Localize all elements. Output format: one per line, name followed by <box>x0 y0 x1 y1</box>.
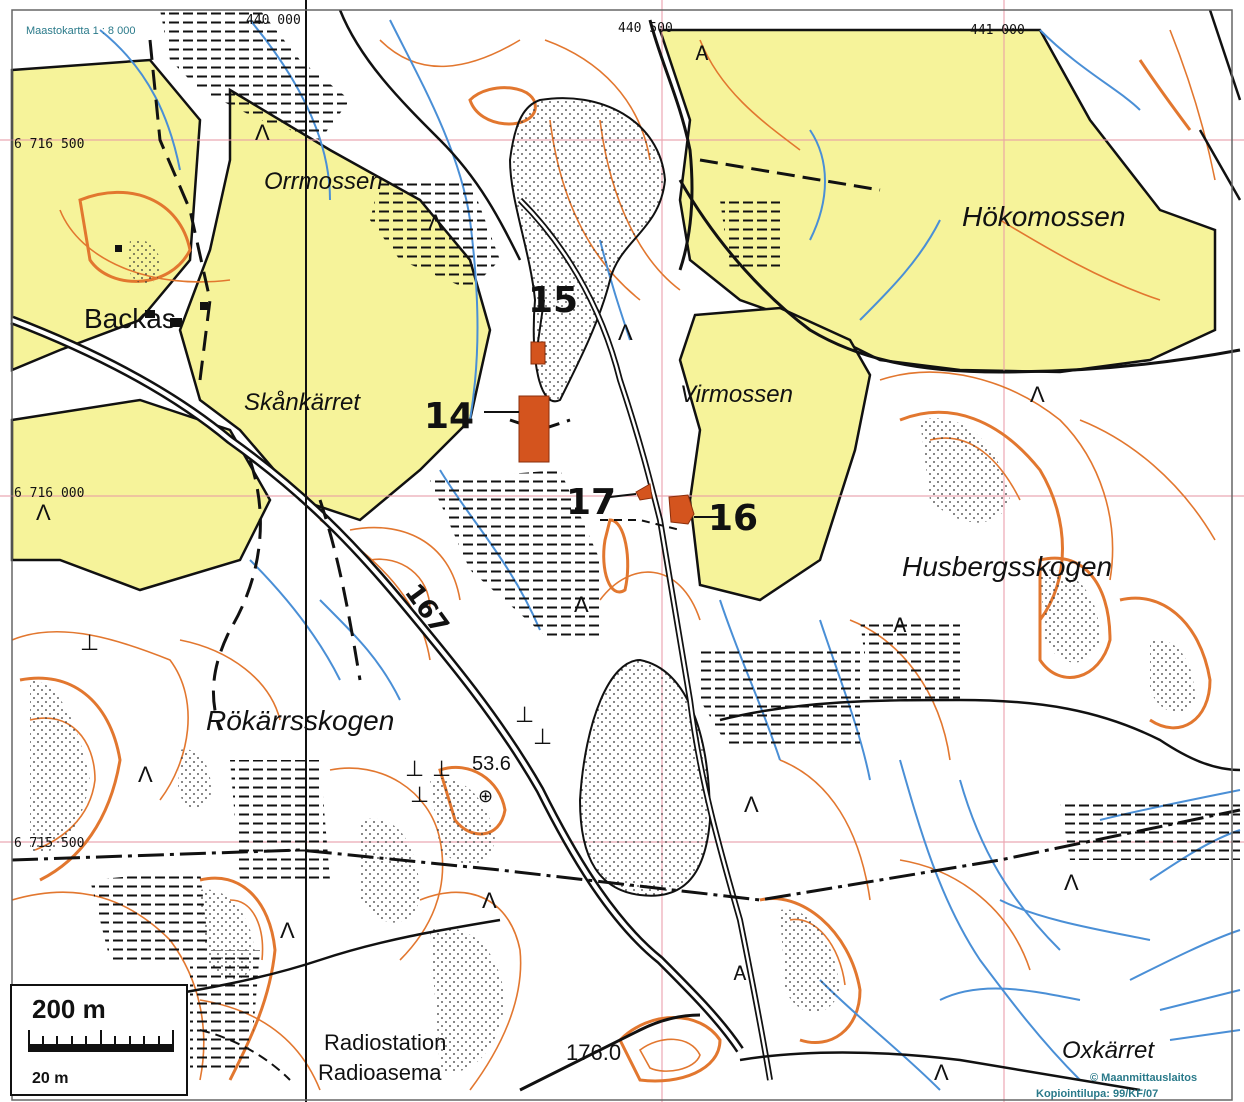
site-17-marker <box>635 483 653 501</box>
grid-coord-left-3: 6 715 500 <box>14 836 84 851</box>
svg-text:Λ: Λ <box>744 792 759 817</box>
svg-text:Ꭺ: Ꭺ <box>733 963 747 985</box>
svg-text:Λ: Λ <box>255 120 270 145</box>
svg-text:Ꭺ: Ꭺ <box>695 43 709 65</box>
svg-text:Λ: Λ <box>36 500 51 525</box>
svg-text:⊥: ⊥ <box>80 630 99 655</box>
svg-text:Λ: Λ <box>138 762 153 787</box>
svg-text:Λ: Λ <box>1064 870 1079 895</box>
svg-text:Λ: Λ <box>428 210 443 235</box>
svg-text:Λ: Λ <box>618 320 633 345</box>
site-15-marker <box>530 341 546 365</box>
svg-text:⊥: ⊥ <box>432 756 451 781</box>
grid-coord-top-3: 441 000 <box>970 23 1025 38</box>
place-husbergsskogen: Husbergsskogen <box>902 551 1112 582</box>
svg-text:⊥: ⊥ <box>515 702 534 727</box>
place-hokomossen: Hökomossen <box>962 201 1125 232</box>
roads <box>10 9 1242 1092</box>
scale-small-label: 20 m <box>32 1070 69 1087</box>
bog-backas-west <box>10 58 202 372</box>
svg-text:⊥: ⊥ <box>410 782 429 807</box>
scale-main-label: 200 m <box>32 994 106 1024</box>
grid-coord-top-2: 440 500 <box>618 21 673 36</box>
road-167-inner <box>11 318 742 1052</box>
elevation-176-0: 176.0 <box>566 1040 621 1065</box>
site-markers <box>518 341 695 525</box>
grid-coord-left-1: 6 716 500 <box>14 137 84 152</box>
svg-text:⊕: ⊕ <box>478 786 493 806</box>
road-north-inner <box>519 199 772 1081</box>
scale-ruler <box>28 1030 174 1052</box>
copyright-line-2: Kopiointilupa: 99/KF/07 <box>1036 1088 1158 1100</box>
copyright-line-1: © Maanmittauslaitos <box>1090 1072 1197 1084</box>
terrain-symbols: Λ Λ Λ Λ Λ Λ Λ Λ Λ Λ Λ Λ ⊥ ⊥ ⊥ ⊥ ⊥ ⊥ Ꭺ Ꭺ … <box>36 43 1079 1085</box>
place-orrmossen: Orrmossen <box>264 168 383 195</box>
sand-areas <box>30 97 1195 1072</box>
site-label-16: 16 <box>708 498 758 539</box>
site-14-marker <box>518 395 550 463</box>
site-label-17: 17 <box>566 482 616 523</box>
elevation-53-6: 53.6 <box>472 753 511 775</box>
bog-southwest <box>10 398 272 592</box>
site-leader-lines <box>484 299 720 518</box>
svg-text:Λ: Λ <box>574 592 589 617</box>
svg-text:Λ: Λ <box>1030 382 1045 407</box>
bog-areas <box>10 28 1217 602</box>
grid-coord-top-1: 440 000 <box>246 13 301 28</box>
site-16-marker <box>668 494 695 525</box>
sand-north <box>508 97 667 403</box>
site-label-14: 14 <box>424 396 474 437</box>
svg-text:Ꭺ: Ꭺ <box>893 615 907 637</box>
svg-text:Λ: Λ <box>934 1060 949 1085</box>
place-virmossen: Virmossen <box>680 381 793 408</box>
place-backas: Backas <box>84 303 176 334</box>
svg-text:⊥: ⊥ <box>405 756 424 781</box>
place-radiostation: Radiostation <box>324 1030 446 1055</box>
site-label-15: 15 <box>528 280 578 321</box>
sand-south <box>578 658 712 897</box>
bog-virmossen <box>678 306 872 602</box>
svg-text:Λ: Λ <box>280 918 295 943</box>
grid-coord-left-2: 6 716 000 <box>14 486 84 501</box>
map-header: Maastokartta 1 : 8 000 <box>26 25 135 37</box>
map-frame <box>11 9 1233 1101</box>
place-oxkarret: Oxkärret <box>1062 1037 1155 1064</box>
place-radioasema: Radioasema <box>318 1060 442 1085</box>
place-skankarret: Skånkärret <box>244 389 361 416</box>
place-rokarrsskogen: Rökärrsskogen <box>206 705 394 736</box>
svg-text:Λ: Λ <box>482 888 497 913</box>
scale-bar: 200 m 20 m <box>10 984 188 1096</box>
backas-buildings <box>115 245 208 327</box>
svg-text:⊥: ⊥ <box>533 724 552 749</box>
